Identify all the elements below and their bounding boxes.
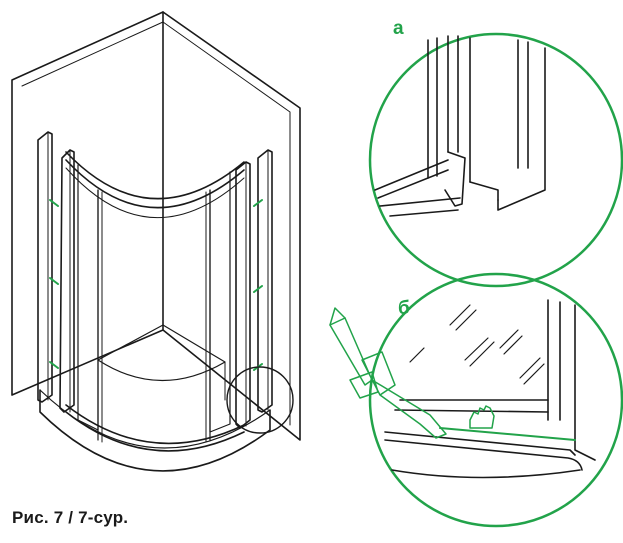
detail-a-circle: [368, 32, 623, 288]
tray-edge: [384, 431, 576, 456]
right-wall-profile: [257, 149, 273, 413]
screw-mark: [253, 199, 263, 207]
detail-marker-circle: [226, 366, 294, 434]
sealant-bead: [439, 427, 576, 441]
shower-enclosure-drawing: [11, 11, 301, 472]
figure-caption: Рис. 7 / 7-сур.: [12, 508, 129, 527]
detail-b-circle: [368, 272, 623, 528]
right-wall: [162, 11, 301, 441]
screw-mark: [253, 285, 263, 293]
shower-tray: [39, 389, 271, 472]
detail-a-label: а: [393, 18, 404, 39]
seal-profile: [444, 151, 466, 207]
screw-mark: [49, 199, 59, 207]
silicone-gun: [329, 317, 447, 439]
detail-b-drawing: [329, 272, 623, 528]
screw-mark: [49, 277, 59, 285]
bottom-rail: [65, 404, 245, 445]
detail-b-label: б: [398, 298, 410, 319]
hand: [469, 405, 495, 429]
top-rail: [65, 151, 245, 200]
right-glass-panel: [235, 161, 251, 429]
detail-a-drawing: [368, 32, 623, 288]
screw-mark: [49, 361, 59, 369]
